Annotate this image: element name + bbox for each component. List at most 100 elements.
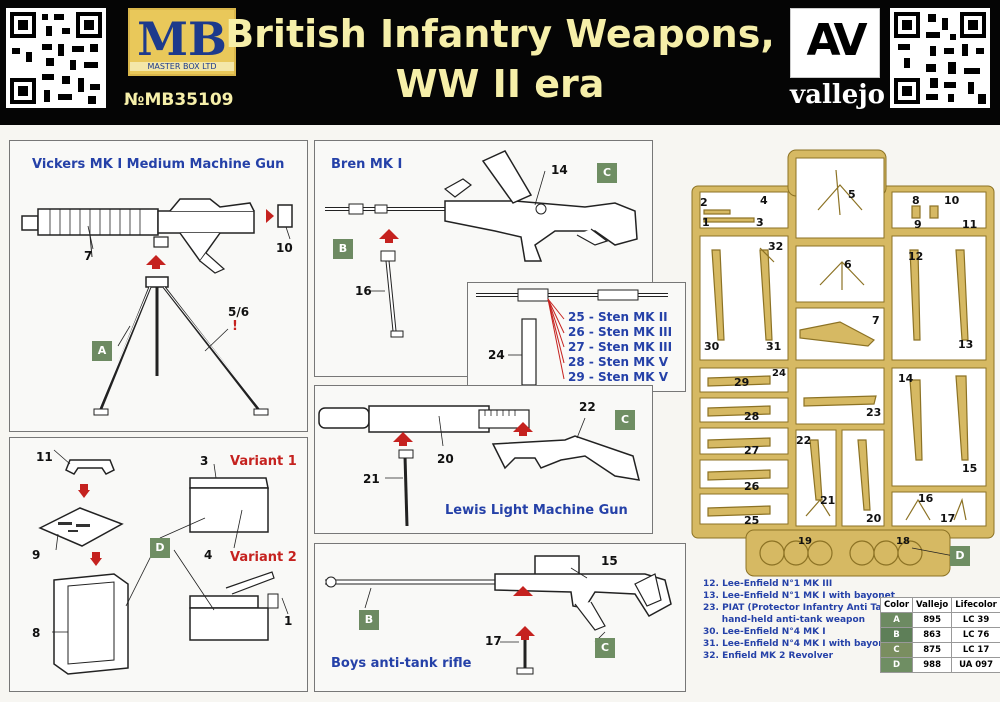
- sprue-label-27: 27: [744, 444, 760, 457]
- sprue-color-marker-D: D: [950, 546, 970, 566]
- page-title-line1: British Infantry Weapons,: [225, 12, 775, 56]
- sten-panel: 24 25 - Sten MK II 26 - Sten MK III 27 -…: [467, 282, 686, 392]
- label-7: 7: [84, 249, 93, 263]
- sten-line-28: 28 - Sten MK V: [568, 355, 668, 369]
- variant-1-label: Variant 1: [230, 454, 297, 469]
- sprue-label-12: 12: [908, 250, 924, 263]
- header-bar: MB MASTER BOX LTD №MB35109 British Infan…: [0, 0, 1000, 125]
- sprue-label-1: 1: [702, 216, 710, 229]
- table-row: D 988 UA 097: [879, 657, 1000, 673]
- boys-title: Boys anti-tank rifle: [331, 656, 472, 671]
- swatch-D: D: [879, 657, 914, 673]
- label-20: 20: [437, 452, 454, 466]
- label-1: 1: [284, 614, 293, 628]
- sprue-label-32: 32: [768, 240, 784, 253]
- table-row: C 875 LC 17: [879, 642, 1000, 658]
- page-title-line2: WW II era: [395, 62, 605, 106]
- sten-line-26: 26 - Sten MK III: [568, 325, 673, 339]
- label-4: 4: [204, 548, 213, 562]
- vallejo-D: 988: [912, 657, 953, 673]
- label-9: 9: [32, 548, 41, 562]
- qr-code-right: [890, 8, 990, 108]
- sprue-label-3: 3: [756, 216, 764, 229]
- sten-drawing: [476, 288, 668, 386]
- color-marker-C: C: [597, 163, 617, 183]
- header-lifecolor: Lifecolor: [951, 597, 1000, 613]
- label-15: 15: [601, 554, 618, 568]
- sten-line-27: 27 - Sten MK III: [568, 340, 673, 354]
- variant-2-label: Variant 2: [230, 550, 297, 565]
- legend-item-23: 23. PIAT (Protector Infantry Anti Tank): [703, 603, 899, 613]
- vallejo-C: 875: [912, 642, 953, 658]
- kit-code: №MB35109: [124, 90, 234, 110]
- ammo-panel: 11 9 8 3 Variant 1 4 Variant 2 1 D: [9, 437, 308, 692]
- av-logo: AV: [790, 8, 880, 78]
- boys-panel: 15 B 17 C Boys anti-tank rifle: [314, 543, 686, 692]
- sprue-label-8: 8: [912, 194, 920, 207]
- lifecolor-C: LC 17: [951, 642, 1000, 658]
- header-color: Color: [879, 597, 914, 613]
- bren-drawing: [325, 150, 638, 338]
- lewis-panel: 22 C 20 21 Lewis Light Machine Gun: [314, 385, 653, 534]
- sprue-label-18: 18: [896, 536, 910, 547]
- header-vallejo: Vallejo: [912, 597, 953, 613]
- vallejo-logo: vallejo: [790, 80, 885, 110]
- color-marker-C: C: [615, 410, 635, 430]
- lifecolor-B: LC 76: [951, 627, 1000, 643]
- sprue-label-19: 19: [798, 536, 812, 547]
- sprue-label-10: 10: [944, 194, 960, 207]
- vallejo-B: 863: [912, 627, 953, 643]
- lewis-drawing: [318, 405, 641, 527]
- mb-logo-letters: MB: [137, 12, 227, 66]
- legend-item-23-cont: hand-held anti-tank weapon: [703, 615, 866, 625]
- parts-legend: 12. Lee-Enfield N°1 MK III 13. Lee-Enfie…: [703, 578, 898, 662]
- sprue-label-23: 23: [866, 406, 882, 419]
- lifecolor-A: LC 39: [951, 612, 1000, 628]
- label-21: 21: [363, 472, 380, 486]
- color-marker-B: B: [333, 239, 353, 259]
- sprue-label-11: 11: [962, 218, 978, 231]
- sprue-label-28: 28: [744, 410, 760, 423]
- legend-item-13: 13. Lee-Enfield N°1 MK I with bayonet: [703, 591, 896, 601]
- sprue-label-13: 13: [958, 338, 974, 351]
- color-marker-C: C: [595, 638, 615, 658]
- label-17: 17: [485, 634, 502, 648]
- lewis-title: Lewis Light Machine Gun: [445, 503, 628, 518]
- label-3: 3: [200, 454, 209, 468]
- sten-line-25: 25 - Sten MK II: [568, 310, 668, 324]
- legend-item-32: 32. Enfield MK 2 Revolver: [703, 651, 834, 661]
- qr-code-left: [6, 8, 106, 108]
- bren-title: Bren MK I: [331, 157, 403, 172]
- swatch-A: A: [879, 612, 914, 628]
- table-row: B 863 LC 76: [879, 627, 1000, 643]
- sprue-label-22: 22: [796, 434, 812, 447]
- sprue-label-29: 29: [734, 376, 750, 389]
- swatch-C: C: [879, 642, 914, 658]
- lifecolor-D: UA 097: [951, 657, 1000, 673]
- sprue-label-20: 20: [866, 512, 882, 525]
- master-box-logo: MB MASTER BOX LTD: [128, 8, 236, 76]
- color-marker-B: B: [359, 610, 379, 630]
- label-5-6: 5/6: [228, 305, 250, 319]
- mb-logo-subtitle: MASTER BOX LTD: [130, 62, 234, 71]
- sprue-label-25: 25: [744, 514, 760, 527]
- label-22: 22: [579, 400, 596, 414]
- table-row: A 895 LC 39: [879, 612, 1000, 628]
- sprue-label-7: 7: [872, 314, 880, 327]
- swatch-B: B: [879, 627, 914, 643]
- vickers-panel: Vickers MK I Medium Machine Gun: [9, 140, 308, 432]
- av-logo-letters: AV: [806, 15, 867, 66]
- label-14: 14: [551, 163, 568, 177]
- sprue-label-26: 26: [744, 480, 760, 493]
- legend-item-30: 30. Lee-Enfield N°4 MK I: [703, 627, 826, 637]
- sprue-label-9: 9: [914, 218, 922, 231]
- sprue-label-14: 14: [898, 372, 914, 385]
- color-table-header: Color Vallejo Lifecolor: [879, 597, 1000, 613]
- sprue-label-30: 30: [704, 340, 720, 353]
- boys-drawing: [325, 555, 672, 675]
- label-10: 10: [276, 241, 293, 255]
- color-marker-D: D: [150, 538, 170, 558]
- attention-mark: !: [232, 319, 238, 334]
- sprue-label-5: 5: [848, 188, 856, 201]
- sprue-label-16: 16: [918, 492, 934, 505]
